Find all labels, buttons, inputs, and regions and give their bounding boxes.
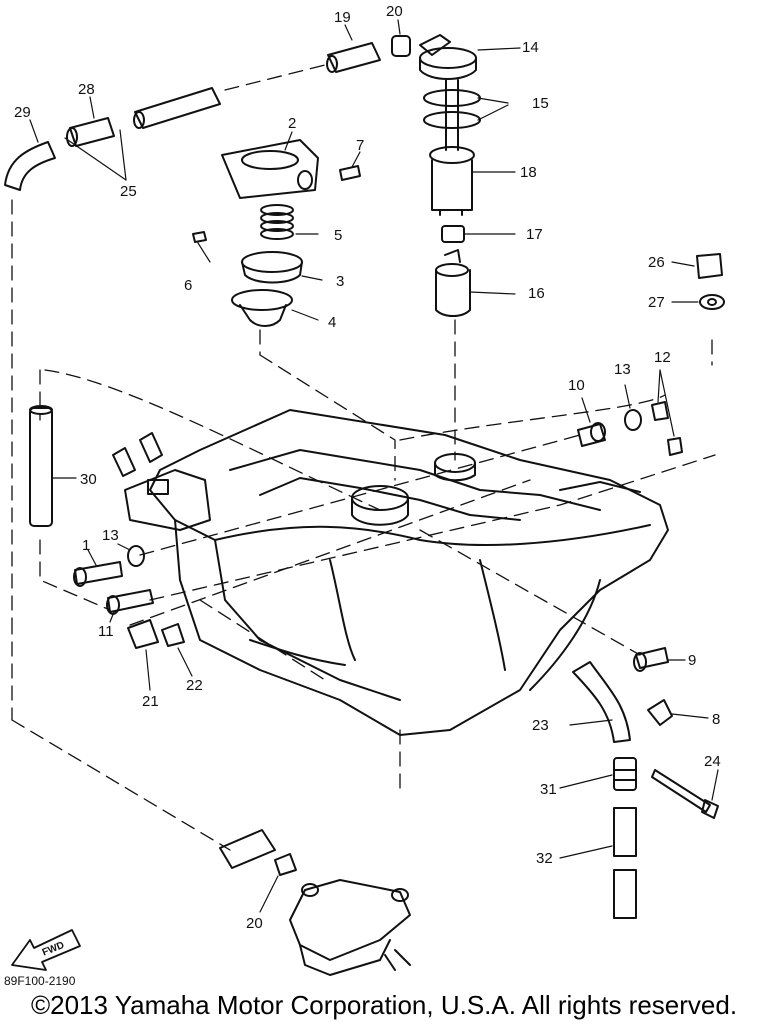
callout-28: 28 (78, 81, 95, 98)
callout-2: 2 (288, 115, 296, 132)
copyright-notice: ©2013 Yamaha Motor Corporation, U.S.A. A… (30, 990, 738, 1020)
callout-5: 5 (334, 227, 342, 244)
spring-5 (260, 204, 294, 240)
fuel-pump (289, 879, 411, 976)
callout-8: 8 (712, 711, 720, 728)
callout-30: 30 (80, 471, 97, 488)
callout-31: 31 (540, 781, 557, 798)
fuel-tank (124, 409, 669, 736)
callout-13-lower: 13 (102, 527, 119, 544)
callout-10: 10 (568, 377, 585, 394)
pin-7 (339, 165, 361, 181)
callout-11: 11 (98, 623, 114, 640)
filter-31 (613, 757, 637, 791)
callout-22: 22 (186, 677, 203, 694)
cap-8 (647, 699, 673, 726)
tank-cap-2 (221, 139, 319, 199)
hose-upper (133, 87, 221, 129)
hose-29 (4, 141, 56, 191)
callout-16: 16 (528, 285, 545, 302)
hose-lower (219, 829, 276, 869)
washer-13-lower (127, 545, 145, 567)
clamp-22 (161, 623, 185, 647)
hose-short-pair (112, 432, 163, 477)
callout-3: 3 (336, 273, 344, 290)
clamp-20-upper (391, 35, 411, 57)
fuel-strainer-16 (435, 249, 471, 317)
callout-23: 23 (532, 717, 549, 734)
hose-19 (326, 42, 381, 73)
bolt-10 (577, 422, 606, 447)
gasket-3 (241, 251, 303, 284)
cap-26 (696, 253, 723, 279)
callout-labels: 19 20 14 15 18 17 16 29 28 25 2 7 5 6 3 … (14, 3, 721, 932)
callout-25: 25 (120, 183, 137, 200)
clamp-17 (441, 225, 465, 243)
callout-18: 18 (520, 164, 537, 181)
callout-27: 27 (648, 294, 665, 311)
callout-9: 9 (688, 652, 696, 669)
callout-26: 26 (648, 254, 665, 271)
fitting-28 (66, 117, 115, 147)
diagram-code: 89F100-2190 (4, 974, 76, 988)
fuel-filter-18 (429, 146, 475, 216)
rod-24 (651, 769, 719, 819)
pin-6 (192, 231, 207, 243)
callout-4: 4 (328, 314, 336, 331)
hose-30 (29, 405, 53, 527)
fuel-cock-14 (419, 34, 477, 80)
washers-15 (423, 79, 481, 151)
callout-7: 7 (356, 137, 364, 154)
callout-12: 12 (654, 349, 671, 366)
callout-21: 21 (142, 693, 159, 710)
callout-20-upper: 20 (386, 3, 403, 20)
callout-29: 29 (14, 104, 31, 121)
bolt-1 (73, 561, 123, 587)
assembly-leader-lines (11, 64, 716, 851)
callout-leaders (29, 19, 719, 913)
bolt-9 (633, 647, 669, 672)
callout-32: 32 (536, 850, 553, 867)
clips-12 (651, 401, 683, 456)
hose-21 (127, 619, 159, 649)
washer-27 (699, 294, 725, 310)
callout-19: 19 (334, 9, 351, 26)
callout-14: 14 (522, 39, 539, 56)
callout-6: 6 (184, 277, 192, 294)
callout-13-upper: 13 (614, 361, 631, 378)
callout-17: 17 (526, 226, 543, 243)
seal-4 (231, 289, 293, 327)
callout-15: 15 (532, 95, 549, 112)
hose-32 (613, 807, 637, 919)
callout-20-lower: 20 (246, 915, 263, 932)
callout-24: 24 (704, 753, 721, 770)
callout-1: 1 (82, 537, 90, 554)
fwd-arrow-icon: FWD (11, 929, 81, 971)
washer-13-upper (624, 409, 642, 431)
bolt-11 (106, 589, 154, 615)
clamp-20-lower (274, 853, 297, 876)
hose-23 (572, 661, 631, 743)
